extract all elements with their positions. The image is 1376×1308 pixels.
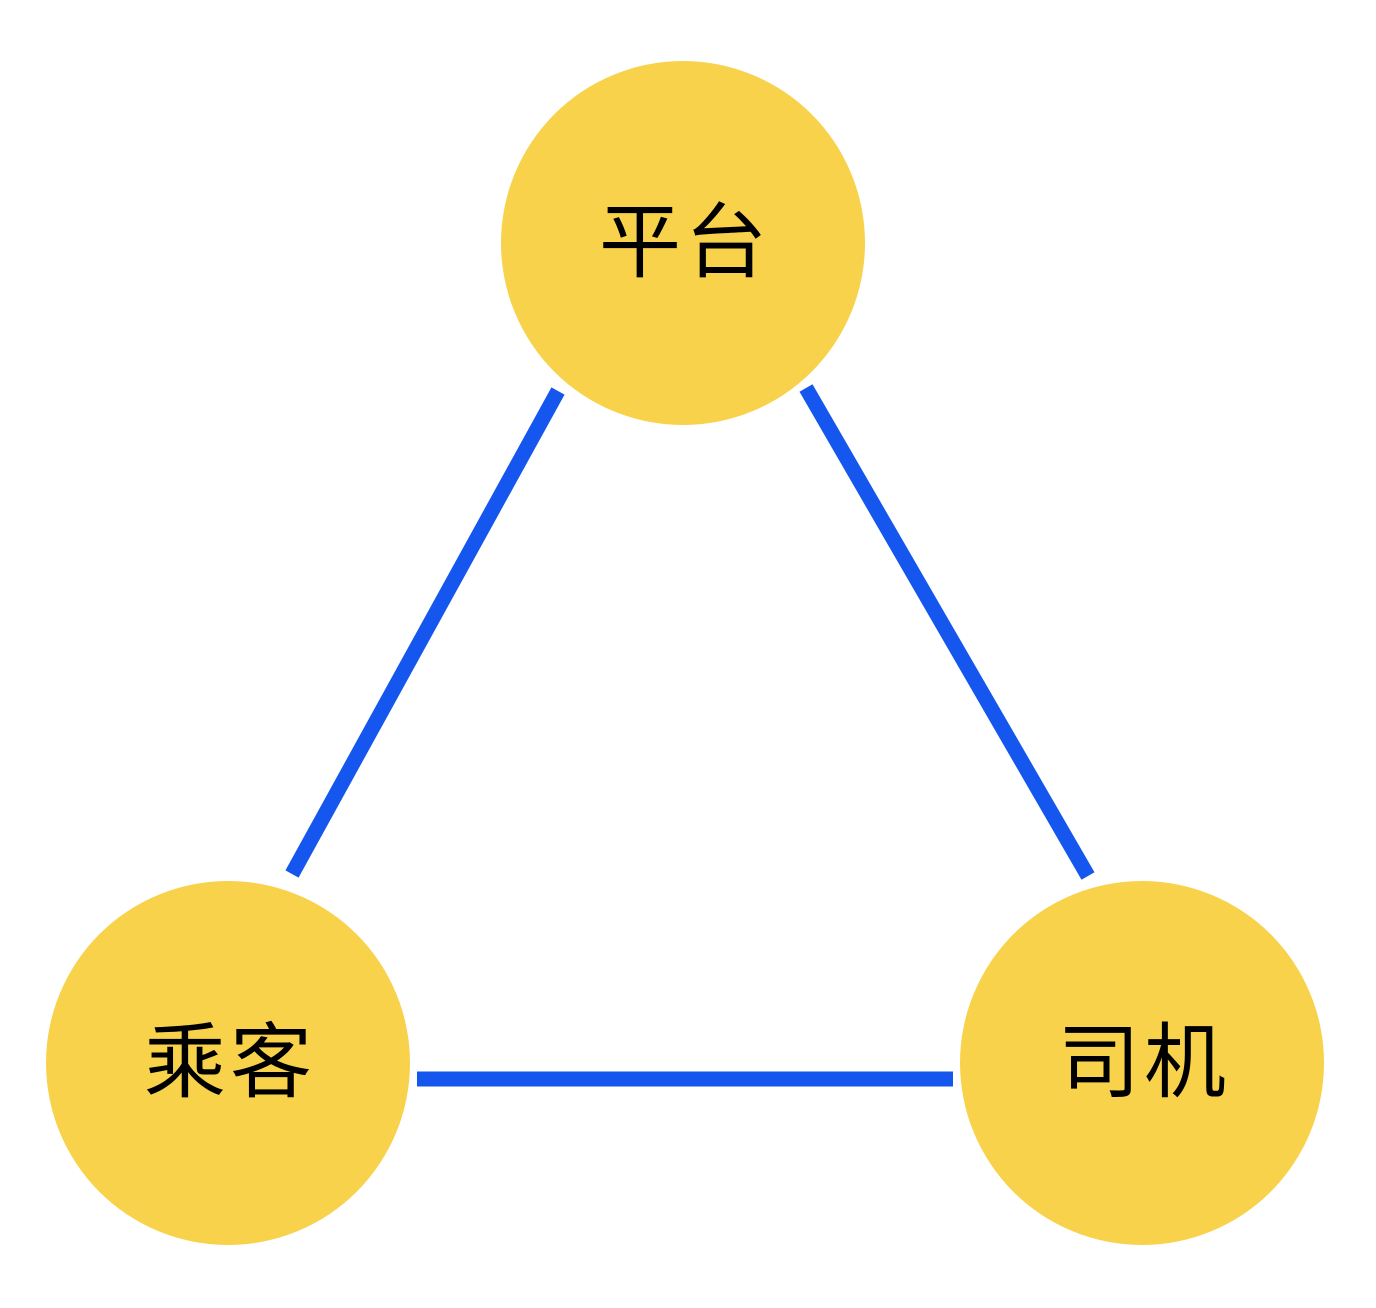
edge-platform-driver[interactable] — [799, 384, 1095, 880]
node-passenger[interactable]: 乘客 — [46, 881, 410, 1245]
edges-group — [285, 384, 1095, 1087]
node-driver-label: 司机 — [1058, 1016, 1230, 1111]
node-platform-circle[interactable] — [501, 61, 865, 425]
nodes-group: 平台 乘客 司机 — [46, 61, 1324, 1245]
node-passenger-label: 乘客 — [144, 1016, 316, 1111]
node-passenger-circle[interactable] — [46, 881, 410, 1245]
node-platform-label: 平台 — [599, 196, 771, 291]
node-driver[interactable]: 司机 — [960, 881, 1324, 1245]
node-platform[interactable]: 平台 — [501, 61, 865, 425]
node-driver-circle[interactable] — [960, 881, 1324, 1245]
edge-platform-passenger[interactable] — [285, 387, 565, 878]
